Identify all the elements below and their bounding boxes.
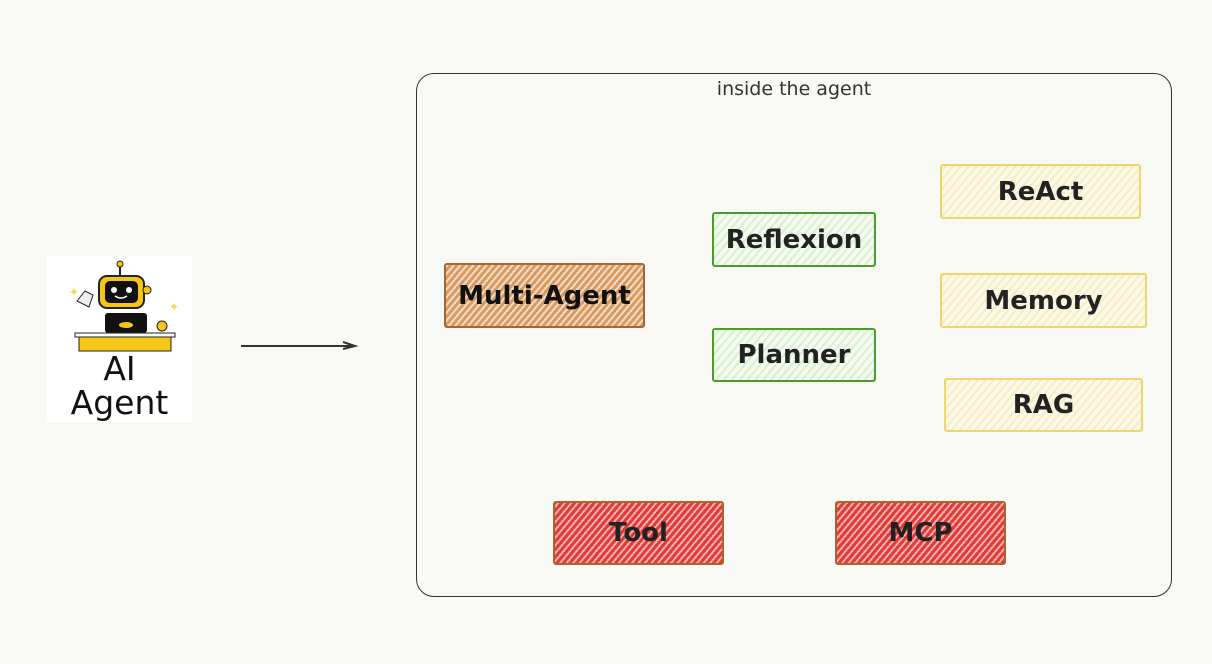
- node-react: ReAct: [940, 164, 1141, 219]
- node-tool: Tool: [553, 501, 724, 565]
- svg-text:✦: ✦: [169, 300, 179, 314]
- arrow: [241, 341, 359, 350]
- logo-text-ai: AI: [103, 349, 136, 388]
- agent-frame: [416, 73, 1172, 597]
- frame-title: inside the agent: [716, 78, 872, 100]
- node-planner: Planner: [712, 328, 876, 382]
- logo-text: AI Agent: [47, 352, 192, 420]
- svg-text:✦: ✦: [69, 285, 79, 299]
- node-reflexion: Reflexion: [712, 212, 876, 267]
- node-mcp: MCP: [835, 501, 1006, 565]
- node-rag: RAG: [944, 378, 1143, 432]
- node-multi-agent: Multi-Agent: [444, 263, 645, 328]
- robot-icon: ✦ ✦: [69, 260, 179, 352]
- node-memory: Memory: [940, 273, 1147, 328]
- ai-agent-logo: ✦ ✦: [47, 256, 192, 422]
- logo-text-agent: Agent: [70, 383, 169, 422]
